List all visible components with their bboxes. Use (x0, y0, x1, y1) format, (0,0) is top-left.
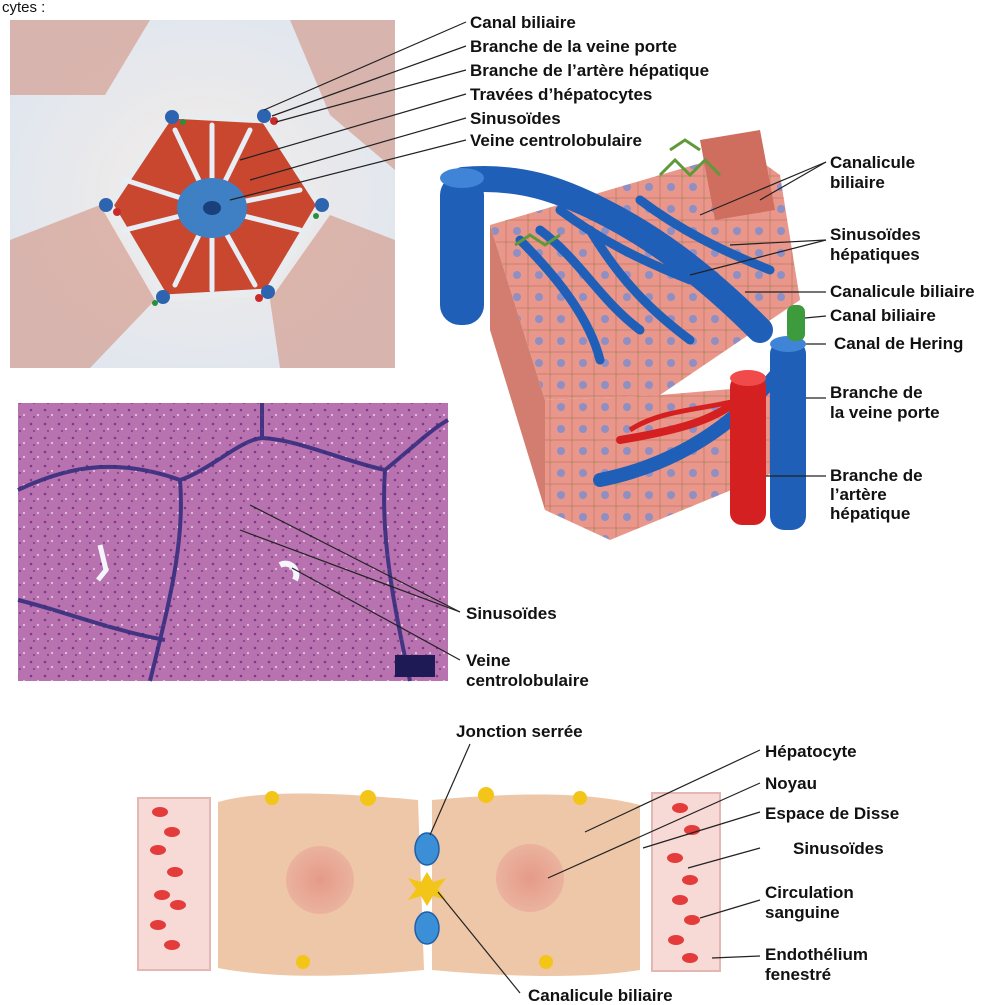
lobule-illustration (10, 20, 395, 368)
label-sinusoides-hep-l2: hépatiques (830, 245, 920, 264)
label-canal-biliaire-3d: Canal biliaire (830, 306, 936, 325)
label-branche-artere-l2: l’artère (830, 485, 887, 504)
label-branche-veine-porte: Branche de la veine porte (470, 37, 677, 56)
nucleus-left (286, 846, 354, 914)
histology-micrograph (18, 403, 448, 681)
tight-junction-bottom (415, 912, 439, 944)
label-branche-artere-hepatique: Branche de l’artère hépatique (470, 61, 709, 80)
label-sinusoides-hep-l1: Sinusoïdes (830, 225, 921, 244)
label-canalicule-biliaire-l2: biliaire (830, 173, 885, 192)
label-canal-hering: Canal de Hering (834, 334, 963, 353)
label-histo-veine-l2: centrolobulaire (466, 671, 589, 690)
label-noyau: Noyau (765, 774, 817, 793)
lobule-3d-block (440, 130, 806, 540)
label-espace-disse: Espace de Disse (765, 804, 899, 823)
label-sinusoides: Sinusoïdes (470, 109, 561, 128)
label-canalicule-biliaire-cell: Canalicule biliaire (528, 986, 673, 1005)
label-cell-sinusoides: Sinusoïdes (793, 839, 884, 858)
label-hepatocyte: Hépatocyte (765, 742, 857, 761)
tight-junction-top (415, 833, 439, 865)
label-canalicule-biliaire-2: Canalicule biliaire (830, 282, 975, 301)
label-branche-artere-l1: Branche de (830, 466, 923, 485)
label-branche-veine-l2: la veine porte (830, 403, 940, 422)
label-canalicule-biliaire-l1: Canalicule (830, 153, 915, 172)
label-circulation-l1: Circulation (765, 883, 854, 902)
label-circulation-l2: sanguine (765, 903, 840, 922)
label-travees-hepatocytes: Travées d’hépatocytes (470, 85, 652, 104)
cell-schema (138, 787, 720, 976)
label-endothelium-l2: fenestré (765, 965, 831, 984)
header-fragment: cytes : (2, 0, 45, 16)
label-histo-veine-l1: Veine (466, 651, 510, 670)
label-branche-artere-l3: hépatique (830, 504, 910, 523)
label-branche-veine-l1: Branche de (830, 383, 923, 402)
nucleus-right (496, 844, 564, 912)
label-veine-centrolobulaire: Veine centrolobulaire (470, 131, 642, 150)
label-canal-biliaire: Canal biliaire (470, 13, 576, 32)
label-jonction-serree: Jonction serrée (456, 722, 583, 741)
label-histo-sinusoides: Sinusoïdes (466, 604, 557, 623)
label-endothelium-l1: Endothélium (765, 945, 868, 964)
